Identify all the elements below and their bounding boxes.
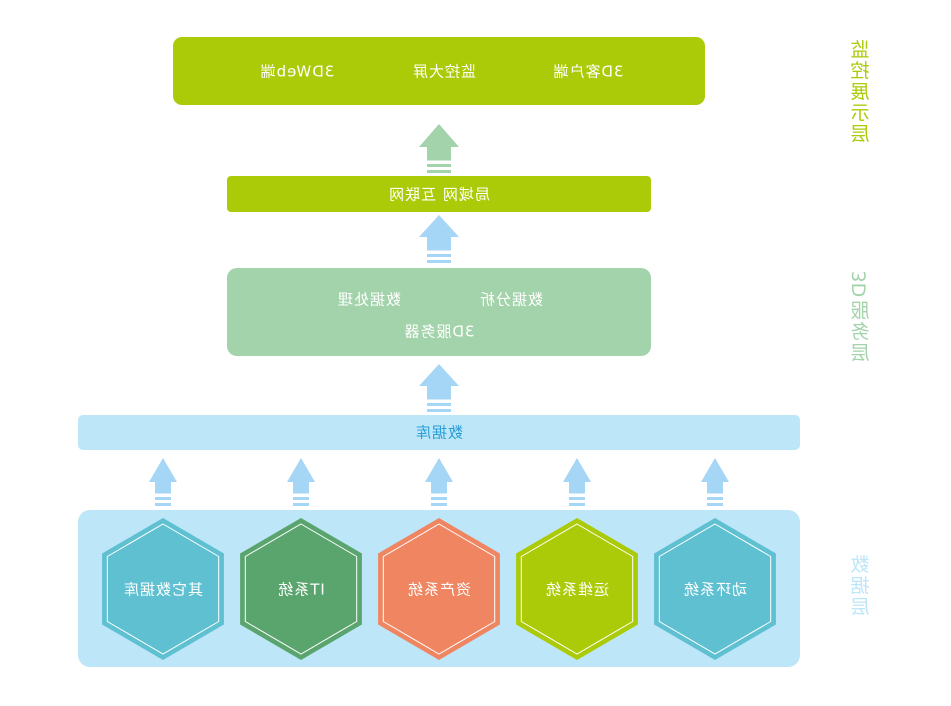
arrow-head — [287, 458, 315, 482]
arrow-head — [425, 458, 453, 482]
arrow-shaft — [427, 146, 451, 161]
arrow-head — [419, 124, 459, 147]
arrow-stripe — [155, 497, 171, 500]
arrow-head — [563, 458, 591, 482]
arrow-stripe — [427, 170, 451, 173]
arrow-head — [419, 215, 459, 237]
server-layer-box: 数据处理 数据分析 3D服务器 — [227, 268, 651, 356]
arrow-up-icon — [419, 215, 459, 263]
database-bar: 数据库 — [78, 415, 800, 450]
arrow-stripe — [569, 497, 585, 500]
arrow-up-icon — [563, 458, 591, 506]
hexagon-label: 其它数据库 — [122, 580, 204, 599]
arrow-shaft — [431, 481, 447, 494]
arrow-shaft — [707, 481, 723, 494]
hexagon-source — [378, 518, 500, 660]
arrow-stripe — [427, 409, 451, 412]
arrow-stripe — [293, 503, 309, 506]
arrow-stripe — [569, 503, 585, 506]
hexagon-label: IT系统 — [277, 580, 325, 599]
arrow-shaft — [427, 385, 451, 400]
arrow-stripe — [427, 403, 451, 406]
arrow-head — [701, 458, 729, 482]
hexagon-outline — [520, 523, 634, 655]
hexagon-source — [654, 518, 776, 660]
arrow-head — [419, 364, 459, 386]
arrow-shaft — [569, 481, 585, 494]
arrow-stripe — [431, 503, 447, 506]
arrow-shaft — [427, 236, 451, 251]
arrow-stripe — [427, 254, 451, 257]
arrow-stripe — [707, 497, 723, 500]
arrow-stripe — [155, 503, 171, 506]
hexagon-label: 资产系统 — [406, 580, 472, 599]
hexagon-source — [240, 518, 362, 660]
hexagon-outline — [382, 523, 496, 655]
arrow-stripe — [427, 260, 451, 263]
hexagon-label: 运维系统 — [544, 580, 610, 599]
arrow-up-icon — [287, 458, 315, 506]
arrow-up-icon — [149, 458, 177, 506]
hexagon-outline — [658, 523, 772, 655]
arrow-up-icon — [425, 458, 453, 506]
arrow-shaft — [293, 481, 309, 494]
arrow-up-icon — [701, 458, 729, 506]
hexagon-outline — [244, 523, 358, 655]
arrow-stripe — [427, 164, 451, 167]
arrow-head — [149, 458, 177, 482]
arrow-stripe — [431, 497, 447, 500]
display-layer-box: 3DWeb端 监控大屏 3D客户端 — [173, 37, 705, 105]
hexagon-outline — [106, 523, 220, 655]
arrow-stripe — [707, 503, 723, 506]
hexagon-label: 动环系统 — [682, 580, 748, 599]
arrow-up-icon — [419, 124, 459, 173]
network-bar: 局域网 互联网 — [227, 176, 651, 212]
arrow-up-icon — [419, 364, 459, 412]
hexagon-source — [516, 518, 638, 660]
hexagon-source — [102, 518, 224, 660]
arrow-shaft — [155, 481, 171, 494]
arrow-stripe — [293, 497, 309, 500]
